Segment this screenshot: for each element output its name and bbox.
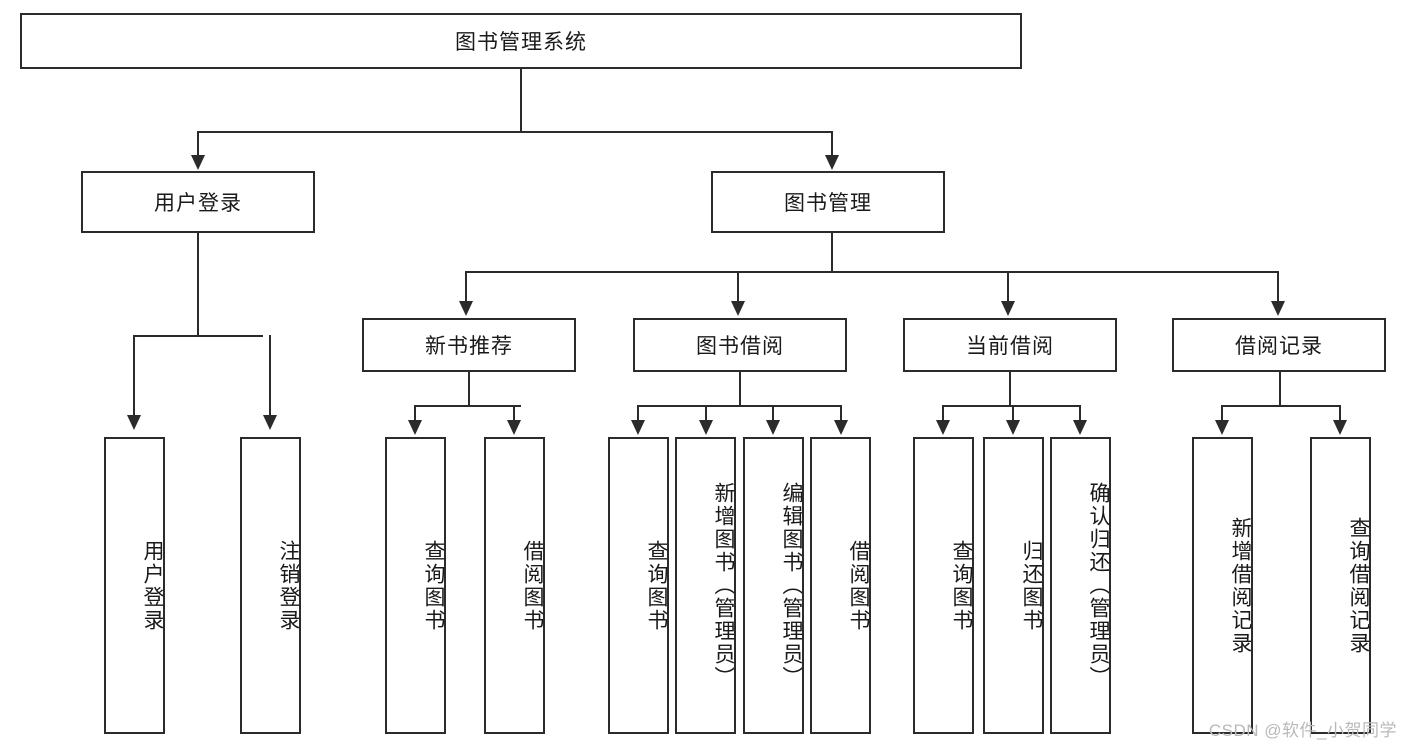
leaf-logout[interactable]: 注销登录	[240, 437, 301, 734]
arrowhead-to-leaf-add-book	[699, 420, 713, 435]
arrowhead-to-leaf-add-record	[1215, 420, 1229, 435]
connector-to-leaf-edit-book	[772, 405, 774, 423]
leaf-user-login[interactable]: 用户登录	[104, 437, 165, 734]
connector-root-stem	[520, 69, 522, 131]
node-label: 归还图书	[1020, 539, 1043, 632]
connector-current-borrow-bus	[942, 405, 1081, 407]
arrowhead-to-leaf-query-book-3	[936, 420, 950, 435]
node-label: 借阅图书	[847, 539, 870, 632]
node-label: 查询图书	[422, 539, 445, 632]
arrowhead-to-leaf-logout	[263, 415, 277, 430]
connector-to-leaf-borrow-book-2	[840, 405, 842, 423]
leaf-add-record[interactable]: 新增借阅记录	[1192, 437, 1253, 734]
leaf-borrow-book-2[interactable]: 借阅图书	[810, 437, 871, 734]
arrowhead-to-leaf-query-book-2	[631, 420, 645, 435]
arrowhead-to-borrow-record	[1271, 301, 1285, 316]
node-borrow-record[interactable]: 借阅记录	[1172, 318, 1386, 372]
connector-book-borrow-stem	[739, 372, 741, 407]
arrowhead-to-book-borrow	[731, 301, 745, 316]
node-label: 用户登录	[154, 192, 242, 215]
arrowhead-to-leaf-user-login	[127, 415, 141, 430]
connector-borrow-record-bus	[1221, 405, 1341, 407]
leaf-query-record[interactable]: 查询借阅记录	[1310, 437, 1371, 734]
connector-book-management-stem	[831, 233, 833, 273]
connector-user-login-stem	[197, 233, 199, 337]
node-label: 确认归还（管理员）	[1087, 482, 1110, 689]
node-label: 查询图书	[950, 539, 973, 632]
node-label: 查询借阅记录	[1347, 516, 1370, 655]
node-user-login[interactable]: 用户登录	[81, 171, 315, 233]
connector-level2-bus	[197, 131, 833, 133]
node-label: 新增借阅记录	[1229, 516, 1252, 655]
connector-level3-bus	[465, 271, 1279, 273]
connector-current-borrow-stem	[1009, 372, 1011, 407]
leaf-edit-book[interactable]: 编辑图书（管理员）	[743, 437, 804, 734]
node-label: 新书推荐	[425, 335, 513, 358]
arrowhead-to-leaf-borrow-book-1	[507, 420, 521, 435]
connector-to-leaf-add-record	[1221, 405, 1223, 423]
connector-book-borrow-bus	[637, 405, 842, 407]
leaf-query-book-1[interactable]: 查询图书	[385, 437, 446, 734]
node-label: 编辑图书（管理员）	[780, 482, 803, 689]
node-label: 图书借阅	[696, 335, 784, 358]
connector-to-borrow-record	[1277, 271, 1279, 303]
node-book-borrow[interactable]: 图书借阅	[633, 318, 847, 372]
watermark-text: CSDN @软件_小贺同学	[1208, 721, 1397, 740]
connector-to-leaf-query-book-3	[942, 405, 944, 423]
node-label: 图书管理	[784, 192, 872, 215]
node-label: 图书管理系统	[455, 31, 587, 54]
node-label: 注销登录	[277, 539, 300, 632]
node-book-management[interactable]: 图书管理	[711, 171, 945, 233]
connector-to-leaf-logout	[269, 335, 271, 417]
node-label: 用户登录	[141, 539, 164, 632]
arrowhead-to-user-login	[191, 155, 205, 170]
leaf-query-book-2[interactable]: 查询图书	[608, 437, 669, 734]
arrowhead-to-new-book-recommend	[459, 301, 473, 316]
node-root-system[interactable]: 图书管理系统	[20, 13, 1022, 69]
arrowhead-to-leaf-confirm-return	[1073, 420, 1087, 435]
connector-to-leaf-query-book-1	[414, 405, 416, 423]
connector-to-book-borrow	[737, 271, 739, 303]
connector-to-leaf-return-book	[1012, 405, 1014, 423]
connector-to-leaf-borrow-book-1	[513, 405, 515, 423]
connector-to-leaf-query-record	[1339, 405, 1341, 423]
arrowhead-to-book-management	[825, 155, 839, 170]
connector-to-user-login	[197, 131, 199, 157]
connector-to-leaf-confirm-return	[1079, 405, 1081, 423]
leaf-return-book[interactable]: 归还图书	[983, 437, 1044, 734]
connector-to-new-book-recommend	[465, 271, 467, 303]
node-label: 当前借阅	[966, 335, 1054, 358]
arrowhead-to-leaf-return-book	[1006, 420, 1020, 435]
arrowhead-to-leaf-borrow-book-2	[834, 420, 848, 435]
arrowhead-to-leaf-edit-book	[766, 420, 780, 435]
connector-to-leaf-user-login	[133, 335, 135, 417]
node-label: 借阅图书	[521, 539, 544, 632]
leaf-borrow-book-1[interactable]: 借阅图书	[484, 437, 545, 734]
arrowhead-to-leaf-query-book-1	[408, 420, 422, 435]
connector-new-book-recommend-bus	[414, 405, 521, 407]
leaf-query-book-3[interactable]: 查询图书	[913, 437, 974, 734]
connector-to-current-borrow	[1007, 271, 1009, 303]
connector-user-login-bus	[133, 335, 263, 337]
node-new-book-recommend[interactable]: 新书推荐	[362, 318, 576, 372]
arrowhead-to-current-borrow	[1001, 301, 1015, 316]
node-label: 新增图书（管理员）	[712, 482, 735, 689]
connector-borrow-record-stem	[1279, 372, 1281, 407]
leaf-confirm-return[interactable]: 确认归还（管理员）	[1050, 437, 1111, 734]
connector-new-book-recommend-stem	[468, 372, 470, 407]
connector-to-book-management	[831, 131, 833, 157]
connector-to-leaf-query-book-2	[637, 405, 639, 423]
leaf-add-book[interactable]: 新增图书（管理员）	[675, 437, 736, 734]
connector-to-leaf-add-book	[705, 405, 707, 423]
node-label: 借阅记录	[1235, 335, 1323, 358]
node-current-borrow[interactable]: 当前借阅	[903, 318, 1117, 372]
arrowhead-to-leaf-query-record	[1333, 420, 1347, 435]
node-label: 查询图书	[645, 539, 668, 632]
